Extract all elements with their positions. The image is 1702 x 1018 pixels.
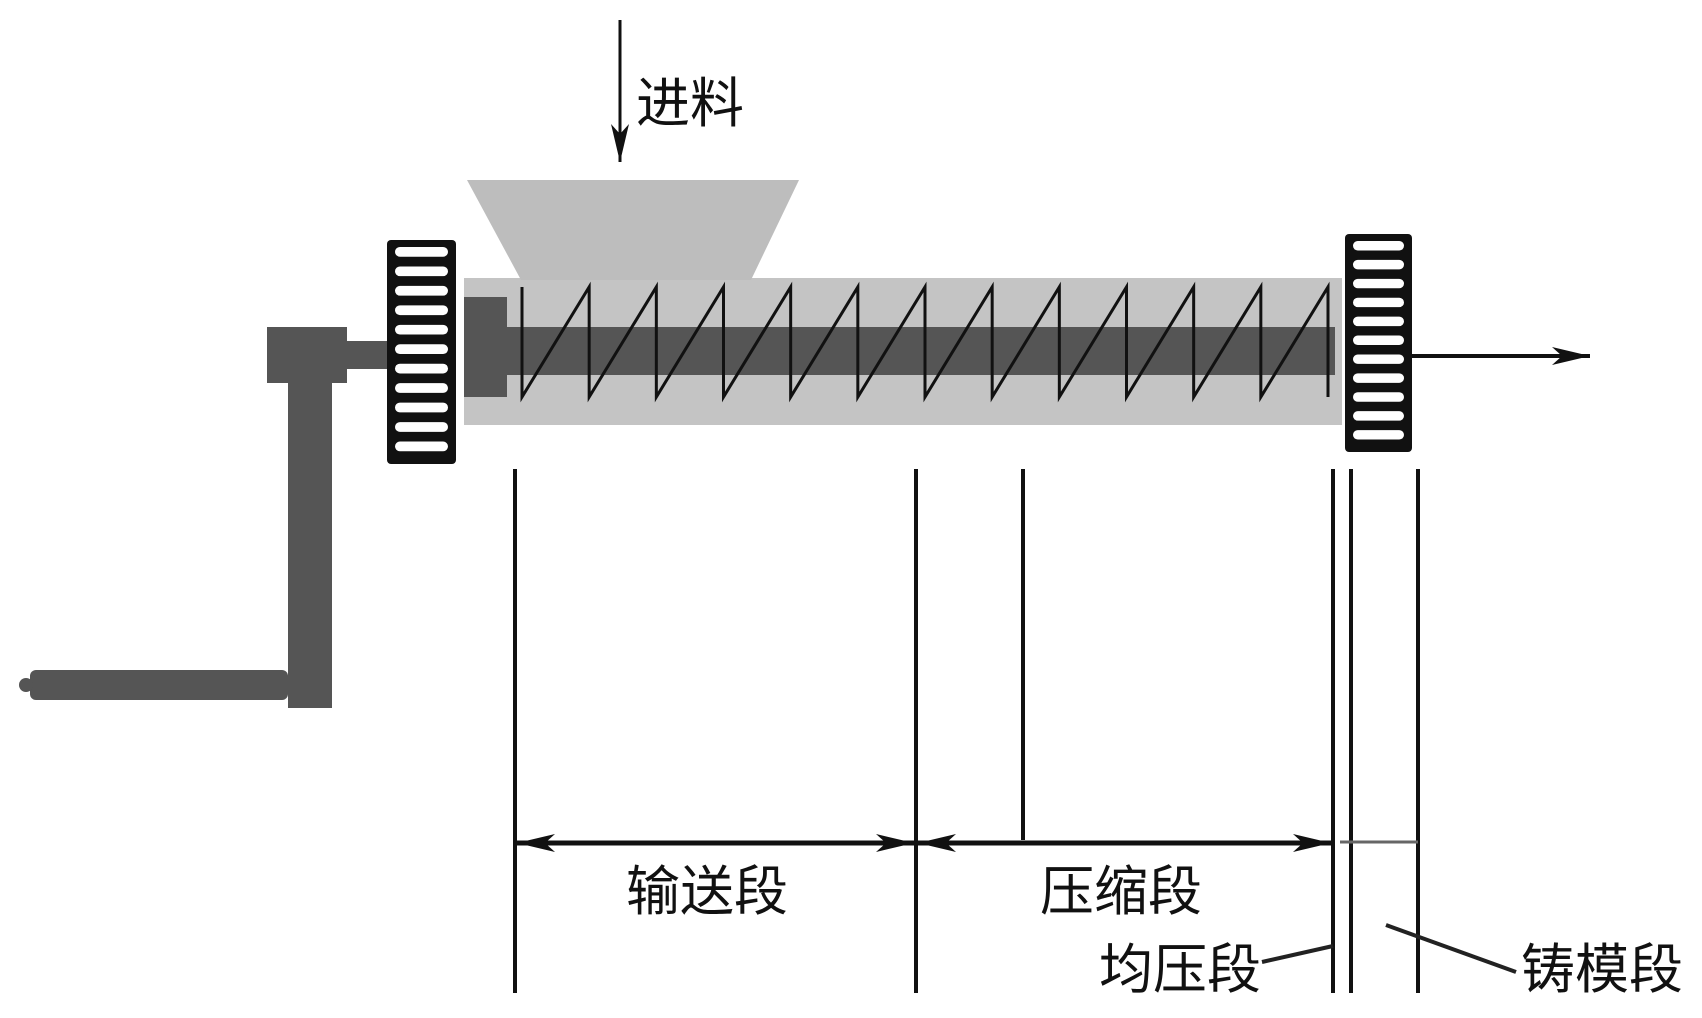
gear-slot — [395, 441, 448, 452]
molding-section-label: 铸模段 — [1521, 938, 1683, 1001]
gear-slot — [1353, 430, 1404, 440]
section-boundaries — [513, 469, 1420, 993]
gear-slot — [1353, 259, 1404, 270]
gear-slot — [395, 247, 448, 257]
gear-slot — [1353, 392, 1404, 402]
gear-slot — [1353, 411, 1404, 421]
gear-slot — [395, 344, 448, 354]
gear-slot — [395, 422, 448, 432]
metering-section-label: 均压段 — [1099, 938, 1261, 1001]
gear-slot — [395, 285, 448, 296]
crank-handle — [19, 327, 389, 708]
gear-slot — [395, 305, 448, 316]
gear-slot — [395, 363, 448, 374]
gear-slot — [395, 266, 448, 277]
gear-slot — [395, 324, 448, 335]
molding-leader — [1385, 923, 1517, 974]
feed-label: 进料 — [636, 72, 744, 135]
screw-shaft — [500, 327, 1335, 375]
gear-slot — [1353, 354, 1404, 364]
gear-slot — [395, 383, 448, 393]
die-plate — [1345, 234, 1412, 452]
left-gear — [387, 240, 456, 464]
metering-leader — [1261, 944, 1334, 964]
conveying-section-label: 输送段 — [626, 860, 788, 923]
gear-slot — [1353, 316, 1404, 327]
gear-slot — [1353, 335, 1404, 345]
screw-flights — [520, 281, 1330, 403]
gear-slot — [1353, 373, 1404, 383]
compression-section-label: 压缩段 — [1040, 860, 1202, 923]
gear-slot — [1353, 241, 1404, 251]
gear-slot — [395, 402, 448, 413]
gear-slot — [1353, 278, 1404, 289]
gear-slot — [1353, 297, 1404, 308]
shaft-block — [464, 297, 507, 397]
hopper — [467, 180, 799, 280]
